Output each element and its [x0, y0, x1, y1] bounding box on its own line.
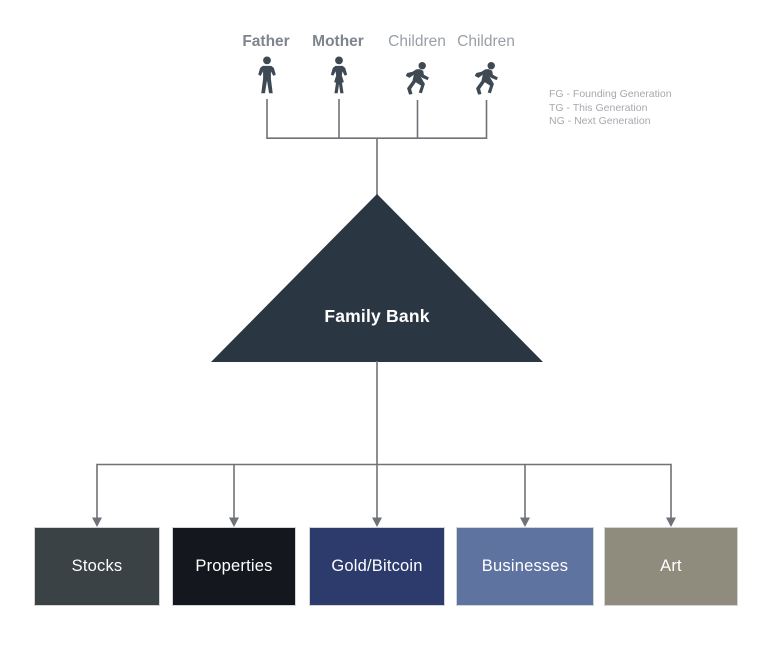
family-bracket-line: [266, 99, 488, 196]
asset-box-properties: Properties: [172, 527, 296, 606]
family-bank-label: Family Bank: [324, 306, 430, 326]
asset-label: Gold/Bitcoin: [331, 557, 423, 575]
member-label-children-2: Children: [457, 33, 515, 50]
member-label-father: Father: [242, 33, 290, 50]
legend-line-ng: NG - Next Generation: [549, 115, 651, 127]
member-label-mother: Mother: [312, 33, 364, 50]
arrow-down-icon: [92, 517, 102, 527]
generation-legend: FG - Founding Generation TG - This Gener…: [549, 88, 672, 129]
mother-icon: [330, 56, 348, 94]
legend-line-fg: FG - Founding Generation: [549, 88, 672, 100]
arrow-down-icon: [372, 517, 382, 527]
asset-box-businesses: Businesses: [456, 527, 594, 606]
child-running-icon: [474, 62, 498, 95]
asset-box-gold-bitcoin: Gold/Bitcoin: [309, 527, 445, 606]
asset-distribution-line: [96, 361, 672, 519]
asset-label: Stocks: [71, 557, 123, 575]
member-label-children-1: Children: [388, 33, 446, 50]
asset-box-stocks: Stocks: [34, 527, 160, 606]
asset-label: Businesses: [481, 557, 569, 575]
father-icon: [258, 56, 276, 94]
asset-label: Art: [660, 557, 682, 575]
arrow-down-icon: [666, 517, 676, 527]
child-running-icon: [405, 62, 429, 95]
family-bank-triangle: [211, 194, 543, 362]
asset-box-art: Art: [604, 527, 738, 606]
legend-line-tg: TG - This Generation: [549, 101, 648, 114]
arrow-down-icon: [229, 517, 239, 527]
arrow-down-icon: [520, 517, 530, 527]
asset-label: Properties: [195, 557, 273, 575]
